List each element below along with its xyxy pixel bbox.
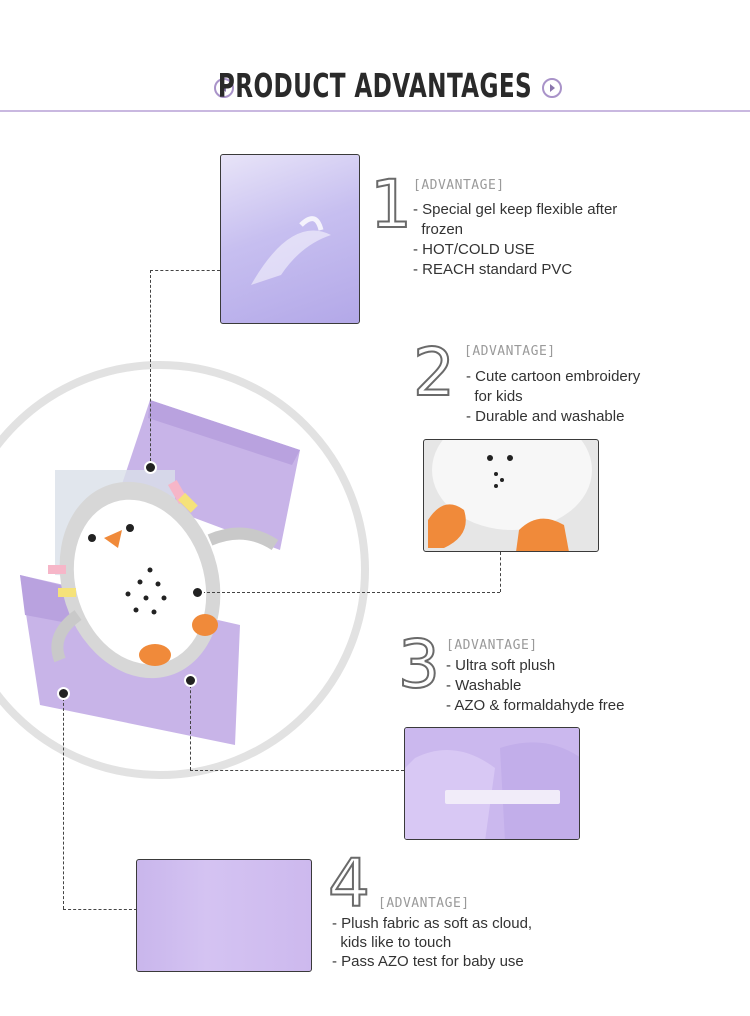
advantage-number-1: 1 bbox=[369, 166, 413, 243]
feature-line: - Special gel keep flexible after bbox=[413, 201, 618, 218]
feature-line: - Cute cartoon embroidery bbox=[466, 368, 641, 385]
header-divider bbox=[0, 110, 750, 112]
advantage-number-4: 4 bbox=[327, 845, 371, 922]
product-illustration bbox=[0, 361, 369, 779]
leader-line-4 bbox=[63, 909, 137, 910]
feature-line: - HOT/COLD USE bbox=[413, 241, 535, 258]
advantage-number-3: 3 bbox=[397, 626, 441, 703]
leader-line-3-vertical bbox=[190, 680, 191, 770]
marker-dot-2 bbox=[191, 586, 204, 599]
feature-line: kids like to touch bbox=[332, 934, 452, 951]
advantage-tag-4: [ADVANTAGE] bbox=[378, 896, 470, 911]
advantage-tag-1: [ADVANTAGE] bbox=[413, 178, 505, 193]
feature-line: - Durable and washable bbox=[466, 408, 625, 425]
leader-line-2 bbox=[197, 592, 500, 593]
advantage-list-1: - Special gel keep flexible after frozen… bbox=[413, 200, 617, 280]
marker-dot-1 bbox=[144, 461, 157, 474]
advantage-tag-3: [ADVANTAGE] bbox=[446, 638, 538, 653]
feature-line: frozen bbox=[413, 221, 464, 238]
prev-arrow-icon[interactable] bbox=[214, 78, 234, 98]
gel-photo bbox=[220, 154, 360, 324]
plush-photo bbox=[404, 727, 580, 840]
leader-line-1-vertical bbox=[150, 270, 151, 466]
feature-line: - Ultra soft plush bbox=[446, 657, 556, 674]
feature-line: - AZO & formaldahyde free bbox=[446, 697, 625, 714]
advantage-list-4: - Plush fabric as soft as cloud, kids li… bbox=[332, 914, 532, 972]
next-arrow-icon[interactable] bbox=[542, 78, 562, 98]
feature-line: - REACH standard PVC bbox=[413, 261, 573, 278]
advantage-list-2: - Cute cartoon embroidery for kids - Dur… bbox=[466, 367, 640, 427]
leader-line-2-vertical bbox=[500, 552, 501, 592]
leader-line-3 bbox=[190, 770, 404, 771]
leader-line-1 bbox=[150, 270, 220, 271]
page-title: PRODUCT ADVANTAGES bbox=[217, 66, 533, 105]
advantage-number-2: 2 bbox=[412, 334, 456, 411]
feature-line: - Plush fabric as soft as cloud, bbox=[332, 915, 533, 932]
marker-dot-4 bbox=[57, 687, 70, 700]
feature-line: - Washable bbox=[446, 677, 522, 694]
advantage-list-3: - Ultra soft plush - Washable - AZO & fo… bbox=[446, 656, 624, 716]
leader-line-4-vertical bbox=[63, 693, 64, 909]
feature-line: for kids bbox=[466, 388, 523, 405]
marker-dot-3 bbox=[184, 674, 197, 687]
fabric-photo bbox=[136, 859, 312, 972]
feature-line: - Pass AZO test for baby use bbox=[332, 953, 524, 970]
embroidery-photo bbox=[423, 439, 599, 552]
advantage-tag-2: [ADVANTAGE] bbox=[464, 344, 556, 359]
